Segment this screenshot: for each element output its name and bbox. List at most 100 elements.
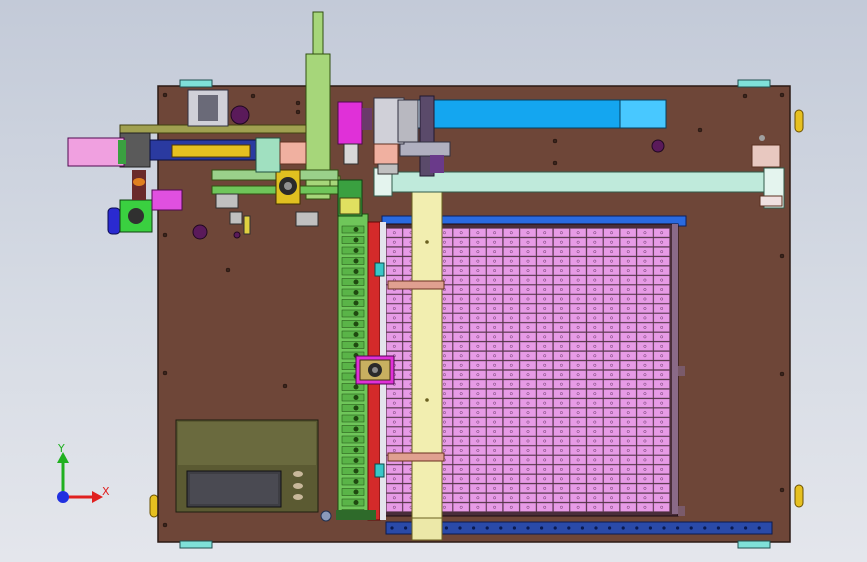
tray-cell-hole xyxy=(610,439,613,443)
gripper-head[interactable] xyxy=(355,355,395,385)
tray-cell xyxy=(653,493,670,503)
tray-cell-hole xyxy=(610,382,613,386)
tray-cell xyxy=(386,323,403,332)
pneumatic-cylinder-assembly[interactable] xyxy=(119,89,307,173)
tray-cell xyxy=(469,427,486,436)
tray-cell-hole xyxy=(626,430,630,433)
yellow-linear-rail[interactable] xyxy=(387,191,445,541)
tray-cell-hole xyxy=(443,430,446,433)
conveyor-roller xyxy=(353,248,359,253)
tray-cell xyxy=(620,256,637,266)
bottom-guide-rail[interactable] xyxy=(385,521,773,535)
tray-cell-hole xyxy=(543,505,547,509)
proximity-sensors[interactable] xyxy=(374,262,385,478)
tray-cell-hole xyxy=(559,363,563,367)
tray-cell-hole xyxy=(559,382,563,386)
rail-hole xyxy=(635,526,639,530)
tray-cell xyxy=(469,342,486,351)
tray-cell-hole xyxy=(660,250,664,254)
tray-cell-hole xyxy=(643,373,647,377)
tray-cell xyxy=(536,275,553,285)
tray-cell-hole xyxy=(443,496,446,500)
tray-cell-hole xyxy=(576,477,580,481)
tray-cell-hole xyxy=(526,430,530,433)
tray-cell-hole xyxy=(593,231,597,235)
tray-cell xyxy=(486,389,503,398)
tray-cell-hole xyxy=(526,373,530,377)
tray-cell xyxy=(653,436,670,446)
tray-cell-hole xyxy=(392,496,396,500)
tray-cell xyxy=(570,502,587,512)
magenta-valve-block[interactable] xyxy=(337,101,372,165)
tray-cell xyxy=(620,323,637,332)
rail-hole xyxy=(540,526,544,530)
top-blue-cylinder[interactable] xyxy=(415,99,667,129)
tray-cell-hole xyxy=(643,240,647,244)
tray-cell-hole xyxy=(543,486,547,490)
tray-cell-hole xyxy=(626,401,630,405)
hmi-control-panel[interactable] xyxy=(175,419,319,513)
tray-cell xyxy=(469,256,486,266)
tray-cell-hole xyxy=(509,259,513,263)
feeder-block[interactable] xyxy=(373,97,419,175)
vertical-actuator[interactable] xyxy=(399,95,451,177)
tray-cell-hole xyxy=(543,439,547,443)
tray-cell xyxy=(570,275,587,285)
tray-cell-hole xyxy=(593,458,597,462)
tray-cell xyxy=(553,228,570,238)
tray-cell-hole xyxy=(610,335,613,339)
tray-cell-hole xyxy=(643,467,647,471)
leveling-feet xyxy=(149,109,804,518)
hmi-buttons[interactable] xyxy=(293,471,303,500)
tray-cell xyxy=(603,417,620,427)
tray-cell xyxy=(570,304,587,313)
gantry-beam[interactable] xyxy=(373,135,785,209)
tray-cell xyxy=(453,332,470,342)
tray-cell-hole xyxy=(526,496,530,500)
tray-cell xyxy=(553,446,570,455)
tray-cell xyxy=(386,332,403,342)
tray-cell xyxy=(636,228,653,238)
tray-cell xyxy=(386,247,403,256)
emergency-knob[interactable] xyxy=(320,510,332,522)
tray-cell-hole xyxy=(493,240,497,244)
tray-cell-hole xyxy=(459,259,463,263)
tray-cell-hole xyxy=(576,344,580,348)
tray-cell xyxy=(620,417,637,427)
tray-cell-hole xyxy=(509,354,513,358)
tray-cell xyxy=(553,360,570,370)
tray-cell-hole xyxy=(459,278,463,282)
tray-cell xyxy=(453,360,470,370)
tray-cell-hole xyxy=(543,269,547,273)
tray-cell-hole xyxy=(392,467,396,471)
tray-cell xyxy=(570,360,587,370)
tray-cell xyxy=(469,285,486,294)
tray-cell xyxy=(386,389,403,398)
tray-cell-hole xyxy=(660,382,664,386)
tray-cell-hole xyxy=(626,316,630,320)
tray-cell-hole xyxy=(543,344,547,348)
tray-cell-hole xyxy=(610,269,613,273)
tray-cell xyxy=(453,313,470,323)
tray-cell-hole xyxy=(626,240,630,244)
tray-cell xyxy=(520,493,536,503)
rotary-head[interactable] xyxy=(275,169,301,205)
small-brackets xyxy=(215,193,319,235)
tray-cell xyxy=(603,455,620,465)
tray-cell-hole xyxy=(626,250,630,254)
tray-cell xyxy=(603,256,620,266)
tray-cell xyxy=(653,484,670,493)
tray-cell-hole xyxy=(476,335,480,339)
tray-cell xyxy=(653,465,670,474)
servo-motor[interactable] xyxy=(67,137,126,167)
tray-cell-hole xyxy=(493,420,497,424)
tray-cell xyxy=(553,474,570,484)
tray-cell xyxy=(453,275,470,285)
tray-cell xyxy=(636,275,653,285)
tray-cell-hole xyxy=(476,325,480,329)
tray-cell xyxy=(469,455,486,465)
coordinate-triad: Y X xyxy=(57,442,110,503)
rotary-gearbox[interactable] xyxy=(107,170,183,235)
